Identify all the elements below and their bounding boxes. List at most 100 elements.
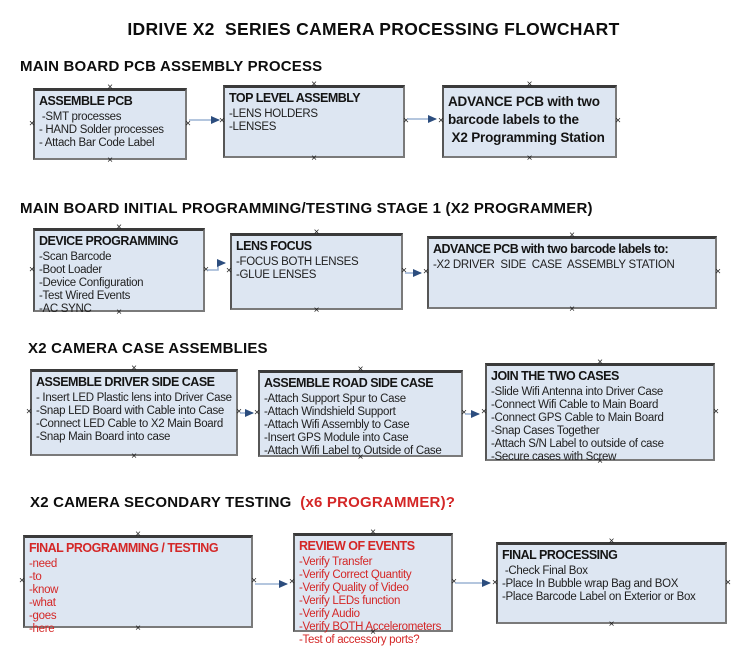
arrow-device-programming-to-lens-focus <box>207 259 226 271</box>
connection-handle-icon: × <box>492 577 498 588</box>
section-heading-case-assemblies: X2 CAMERA CASE ASSEMBLIES <box>28 340 268 357</box>
connection-handle-icon: × <box>107 82 113 93</box>
section-heading-secondary-testing: X2 CAMERA SECONDARY TESTING (x6 PROGRAMM… <box>30 494 455 511</box>
connection-handle-icon: × <box>131 363 137 374</box>
flow-box-item: -Verify Quality of Video <box>299 582 409 594</box>
connection-handle-icon: × <box>311 79 317 90</box>
connection-handle-icon: × <box>311 153 317 164</box>
connection-handle-icon: × <box>713 406 719 417</box>
flow-box-item: -LENS HOLDERS <box>229 108 318 120</box>
connection-handle-icon: × <box>313 227 320 238</box>
flow-box-item: -know <box>29 584 59 596</box>
page-title: IDRIVE X2 SERIES CAMERA PROCESSING FLOWC… <box>127 19 620 39</box>
flow-box-item: -Insert GPS Module into Case <box>264 432 409 444</box>
flow-box-item: -Verify LEDs function <box>299 595 401 607</box>
flow-box-item: -Test of accessory ports? <box>299 634 420 646</box>
flow-box-assemble-road-side-case[interactable]: ASSEMBLE ROAD SIDE CASE -Attach Support … <box>254 365 467 463</box>
flow-box-item: -Check Final Box <box>502 565 588 577</box>
flow-box-top-level-assembly[interactable]: TOP LEVEL ASSEMBLY -LENS HOLDERS -LENSES… <box>219 80 409 164</box>
flow-box-item: -SMT processes <box>39 111 122 123</box>
flow-box-item: -Attach Windshield Support <box>264 406 396 418</box>
flow-box-final-processing[interactable]: FINAL PROCESSING -Check Final Box -Place… <box>492 537 731 630</box>
flow-box-item: -Verify Audio <box>299 608 360 620</box>
flow-box-bold-line: X2 Programming Station <box>448 130 605 145</box>
flow-box-item: -Snap Main Board into case <box>36 431 171 443</box>
flow-box-final-programming-testing[interactable]: FINAL PROGRAMMING / TESTING -need -to -k… <box>19 530 257 636</box>
section-heading-accent: (x6 PROGRAMMER)? <box>300 494 456 511</box>
flow-box-item: -Connect LED Cable to X2 Main Board <box>36 418 224 430</box>
section-heading-text: X2 CAMERA SECONDARY TESTING <box>30 494 301 511</box>
flow-box-item: -what <box>29 597 56 609</box>
flow-box-item: -Test Wired Events <box>39 290 131 302</box>
connection-handle-icon: × <box>438 115 444 127</box>
flow-box-title: ASSEMBLE ROAD SIDE CASE <box>264 376 434 390</box>
flow-box-item: -goes <box>29 610 57 622</box>
connection-handle-icon: × <box>236 406 242 418</box>
flow-box-item: -Connect GPS Cable to Main Board <box>491 412 664 424</box>
flow-box-item: -Attach Wifi Assembly to Case <box>264 419 410 431</box>
flow-box-advance-pcb-driver-side-station[interactable]: ADVANCE PCB with two barcode labels to: … <box>423 231 721 315</box>
connection-handle-icon: × <box>226 265 232 277</box>
connection-handle-icon: × <box>569 230 575 241</box>
flow-box-assemble-pcb[interactable]: ASSEMBLE PCB -SMT processes - HAND Solde… <box>29 83 191 166</box>
flow-box-advance-pcb-programming-station[interactable]: ADVANCE PCB with two barcode labels to t… <box>438 80 621 164</box>
flow-box-title: FINAL PROCESSING <box>502 548 618 562</box>
connection-handle-icon: × <box>401 265 407 277</box>
flow-box-item: -Snap Cases Together <box>491 425 600 437</box>
flow-box-device-programming[interactable]: DEVICE PROGRAMMING -Scan Barcode -Boot L… <box>29 223 209 318</box>
flow-box-title: ADVANCE PCB with two barcode labels to: <box>433 242 669 256</box>
connection-handle-icon: × <box>219 115 225 127</box>
flow-box-item: -Verify BOTH Accelerometers <box>299 621 442 633</box>
flow-box-review-of-events[interactable]: REVIEW OF EVENTS -Verify Transfer -Verif… <box>289 528 457 647</box>
flow-box-item: -AC SYNC <box>39 303 92 315</box>
flow-box-title: ASSEMBLE PCB <box>39 94 133 108</box>
connection-handle-icon: × <box>403 115 409 127</box>
flow-box-item: -here <box>29 623 55 635</box>
flow-box-item: -GLUE LENSES <box>236 269 317 281</box>
flow-box-item: -Slide Wifi Antenna into Driver Case <box>491 386 663 398</box>
flow-box-item: -need <box>29 558 57 570</box>
connection-handle-icon: × <box>29 264 35 275</box>
section-heading-text: X2 CAMERA CASE ASSEMBLIES <box>28 340 268 357</box>
flow-box-title: REVIEW OF EVENTS <box>299 539 415 553</box>
flow-box-item: -Place Barcode Label on Exterior or Box <box>502 591 696 603</box>
connection-handle-icon: × <box>526 153 533 164</box>
flow-box-bold-line: barcode labels to the <box>448 112 579 127</box>
section-heading-text: MAIN BOARD PCB ASSEMBLY PROCESS <box>20 58 323 75</box>
flow-box-item: -Attach Wifi Label to Outside of Case <box>264 445 442 457</box>
flow-box-item: -X2 DRIVER SIDE CASE ASSEMBLY STATION <box>433 259 675 271</box>
flow-box-item: -Snap LED Board with Cable into Case <box>36 405 225 417</box>
flow-box-title: LENS FOCUS <box>236 239 312 253</box>
flow-box-join-the-two-cases[interactable]: JOIN THE TWO CASES -Slide Wifi Antenna i… <box>481 358 719 467</box>
flow-box-item: -Attach S/N Label to outside of case <box>491 438 664 450</box>
flow-box-assemble-driver-side-case[interactable]: ASSEMBLE DRIVER SIDE CASE - Insert LED P… <box>26 364 242 462</box>
flow-box-item: -Place In Bubble wrap Bag and BOX <box>502 578 679 590</box>
connection-handle-icon: × <box>135 529 141 540</box>
connection-handle-icon: × <box>715 266 721 278</box>
flow-box-title: FINAL PROGRAMMING / TESTING <box>29 541 219 555</box>
connection-handle-icon: × <box>481 406 487 417</box>
flow-box-bold-line: ADVANCE PCB with two <box>448 94 600 109</box>
connection-handle-icon: × <box>29 118 35 129</box>
flow-box-item: -Device Configuration <box>39 277 144 289</box>
section-heading-pcb-assembly: MAIN BOARD PCB ASSEMBLY PROCESS <box>20 58 322 75</box>
connection-handle-icon: × <box>423 266 429 278</box>
flow-box-title: DEVICE PROGRAMMING <box>39 234 178 248</box>
connection-handle-icon: × <box>370 527 376 538</box>
flow-box-item: -Attach Support Spur to Case <box>264 393 406 405</box>
connection-handle-icon: × <box>116 222 122 233</box>
connection-handle-icon: × <box>461 407 467 419</box>
flow-box-item: - Insert LED Plastic lens into Driver Ca… <box>36 392 232 404</box>
connection-handle-icon: × <box>451 576 457 588</box>
flow-box-item: -Scan Barcode <box>39 251 112 263</box>
connection-handle-icon: × <box>608 619 615 630</box>
connection-handle-icon: × <box>131 451 137 462</box>
connection-handle-icon: × <box>254 407 260 419</box>
connection-handle-icon: × <box>615 115 621 127</box>
flow-box-title: TOP LEVEL ASSEMBLY <box>229 91 361 105</box>
flow-box-item: -Secure cases with Screw <box>491 451 617 463</box>
connection-handle-icon: × <box>203 264 209 275</box>
connection-handle-icon: × <box>526 79 533 90</box>
flow-box-lens-focus[interactable]: LENS FOCUS -FOCUS BOTH LENSES -GLUE LENS… <box>226 228 407 316</box>
flow-box-title: ASSEMBLE DRIVER SIDE CASE <box>36 375 215 389</box>
